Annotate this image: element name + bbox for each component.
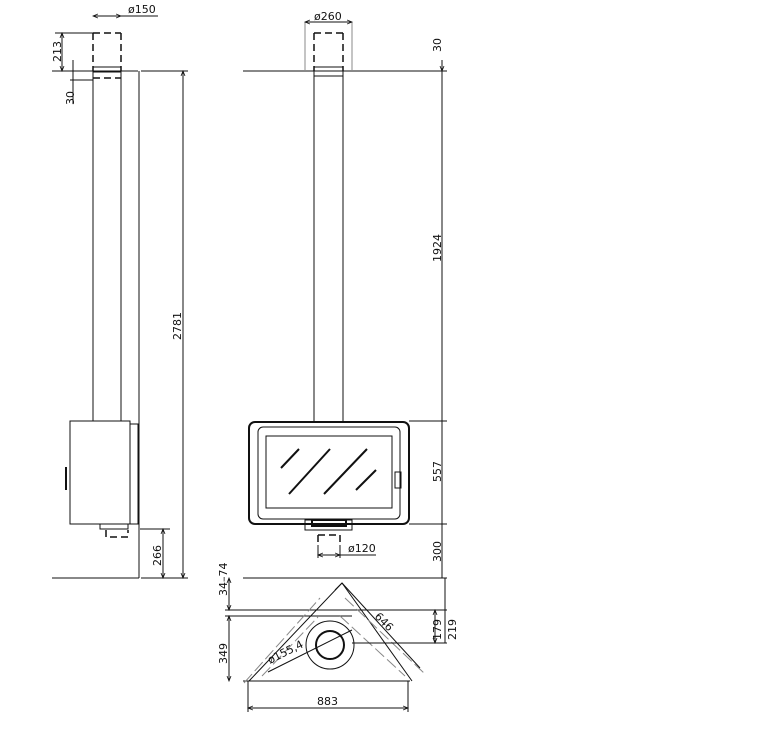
door-handle [394, 471, 402, 489]
side-view: ø150 213 30 2781 266 [51, 3, 188, 578]
dim-side-flue: ø150 [128, 3, 156, 16]
dim-30-side: 30 [64, 91, 77, 105]
stove-body-front [248, 421, 410, 525]
bottom-collar [99, 523, 129, 530]
stove-door-side [129, 423, 139, 525]
dim-300: 300 [431, 541, 444, 562]
flue-pipe-front [313, 76, 344, 421]
flue-dashed [92, 32, 122, 79]
flue-ring [305, 620, 355, 670]
flue-dashed-front [313, 32, 344, 71]
dim-1924: 1924 [431, 234, 444, 262]
dim-213: 213 [51, 41, 64, 62]
dim-179: 179 [431, 619, 444, 640]
flue-outlet [315, 630, 345, 660]
dim-2781: 2781 [171, 312, 184, 340]
dim-883: 883 [317, 695, 338, 708]
dim-front-flue: ø260 [314, 10, 342, 23]
dim-266: 266 [151, 545, 164, 566]
dim-34-74: 34–74 [217, 563, 230, 597]
front-view: ø260 ø120 30 1924 557 300 [243, 10, 447, 579]
glass-reflection [280, 448, 377, 495]
dim-30-front: 30 [431, 38, 444, 52]
glass-window [265, 435, 393, 509]
stove-body-side [69, 420, 131, 525]
ceiling-collar [92, 66, 122, 73]
bottom-dashed [105, 530, 129, 538]
dim-front-outlet: ø120 [348, 542, 376, 555]
top-view: 646 ø155,4 179 219 34–74 349 883 [217, 563, 459, 712]
flue-pipe [92, 72, 122, 421]
dim-219: 219 [446, 619, 459, 640]
dim-557: 557 [431, 461, 444, 482]
dim-349: 349 [217, 643, 230, 664]
